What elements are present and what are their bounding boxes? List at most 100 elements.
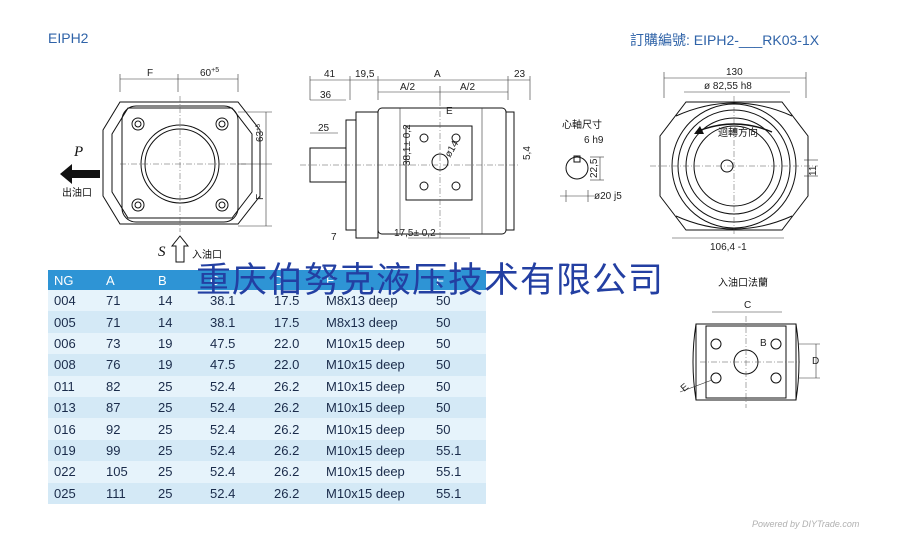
cell: M10x15 deep — [320, 461, 430, 483]
cell: 50 — [430, 418, 486, 440]
rear-view: 130 ø 82,55 h8 迴轉方向 11 106,4 -1 — [650, 67, 819, 253]
dim-phi20: ø20 j5 — [594, 191, 622, 202]
cell: 005 — [48, 311, 100, 333]
cell: M8x13 deep — [320, 290, 430, 312]
cell: 25 — [152, 396, 204, 419]
cell: 76 — [100, 354, 152, 376]
rotation-label: 迴轉方向 — [718, 126, 758, 139]
cell: 006 — [48, 332, 100, 355]
col-B: B — [152, 270, 204, 290]
col-A: A — [100, 270, 152, 290]
cell: 38.1 — [204, 290, 268, 312]
dim-25: 25 — [318, 123, 330, 134]
cell: 25 — [152, 461, 204, 483]
cell: 87 — [100, 396, 152, 419]
cell: 14 — [152, 290, 204, 312]
cell: M10x15 deep — [320, 482, 430, 504]
company-watermark: 重庆伯努克液压技术有限公司 — [196, 261, 665, 301]
dim-F-right: F — [255, 194, 266, 200]
rotation-arrow-icon — [695, 123, 773, 133]
dim-41: 41 — [324, 69, 336, 80]
cell: 47.5 — [204, 332, 268, 355]
pressure-arrow-icon — [60, 164, 100, 184]
suction-label: S — [158, 244, 166, 260]
cell: 25 — [152, 375, 204, 397]
col-NG: NG — [48, 270, 100, 290]
dim-A2-right: A/2 — [460, 82, 475, 93]
dim-11: 11 — [808, 165, 819, 176]
cell: 26.2 — [268, 418, 320, 440]
cell: 011 — [48, 375, 100, 397]
dim-19-5: 19,5 — [355, 69, 375, 80]
flange-detail: 入油口法蘭 C B D E — [679, 276, 820, 408]
cell: 25 — [152, 439, 204, 462]
cell: 92 — [100, 418, 152, 440]
flange-title: 入油口法蘭 — [718, 276, 768, 289]
cell: 14 — [152, 311, 204, 333]
cell: 25 — [152, 418, 204, 440]
model-title: EIPH2 — [48, 30, 89, 46]
cell: M10x15 deep — [320, 375, 430, 397]
cell: M10x15 deep — [320, 418, 430, 440]
cell: 52.4 — [204, 461, 268, 483]
dim-23: 23 — [514, 69, 526, 80]
cell: 19 — [152, 354, 204, 376]
dim-106-4: 106,4 -1 — [710, 242, 747, 253]
col-F: F — [430, 270, 486, 290]
cell: 105 — [100, 461, 152, 483]
dim-F-top: F — [147, 68, 153, 79]
cell: 26.2 — [268, 482, 320, 504]
dim-17-5: 17,5± 0,2 — [394, 228, 436, 239]
cell: 82 — [100, 375, 152, 397]
pressure-label: P — [73, 144, 83, 160]
shaft-detail: 心軸尺寸 6 h9 22,5 ø20 j5 — [560, 118, 622, 202]
cell: 73 — [100, 332, 152, 355]
side-view: 41 19,5 A 23 A/2 A/2 36 25 E 38,1± 0,2 ø… — [300, 69, 533, 243]
cell: 016 — [48, 418, 100, 440]
cell: 71 — [100, 311, 152, 333]
cell: 50 — [430, 396, 486, 419]
cell: 17.5 — [268, 290, 320, 312]
cell: 008 — [48, 354, 100, 376]
cell: 022 — [48, 461, 100, 483]
cell: 22.0 — [268, 354, 320, 376]
outlet-label: 出油口 — [62, 186, 92, 199]
cell: 52.4 — [204, 418, 268, 440]
dim-6h9: 6 h9 — [584, 135, 604, 146]
cell: M10x15 deep — [320, 396, 430, 419]
cell: 025 — [48, 482, 100, 504]
dim-A: A — [434, 69, 441, 80]
footer-credit: Powered by DIYTrade.com — [752, 519, 860, 529]
dim-phi14: ø14 — [443, 139, 461, 160]
dim-5-4: 5,4 — [522, 146, 533, 160]
cell: 26.2 — [268, 375, 320, 397]
cell: 50 — [430, 375, 486, 397]
cell: 19 — [152, 332, 204, 355]
cell: M10x15 deep — [320, 439, 430, 462]
cell: M10x15 deep — [320, 354, 430, 376]
col-D: D — [268, 270, 320, 290]
cell: 38.1 — [204, 311, 268, 333]
suction-arrow-icon — [170, 235, 190, 263]
dim-E-flange: E — [679, 381, 691, 394]
cell: M10x15 deep — [320, 332, 430, 355]
cell: 22.0 — [268, 332, 320, 355]
front-view: F 60+5 63+5 F P 出油口 S 入油口 — [60, 67, 272, 263]
cell: 55.1 — [430, 461, 486, 483]
cell: 26.2 — [268, 439, 320, 462]
dim-E-side: E — [446, 106, 453, 117]
cell: 50 — [430, 311, 486, 333]
cell: M8x13 deep — [320, 311, 430, 333]
cell: 52.4 — [204, 396, 268, 419]
cell: 111 — [100, 482, 152, 504]
cell: 52.4 — [204, 482, 268, 504]
